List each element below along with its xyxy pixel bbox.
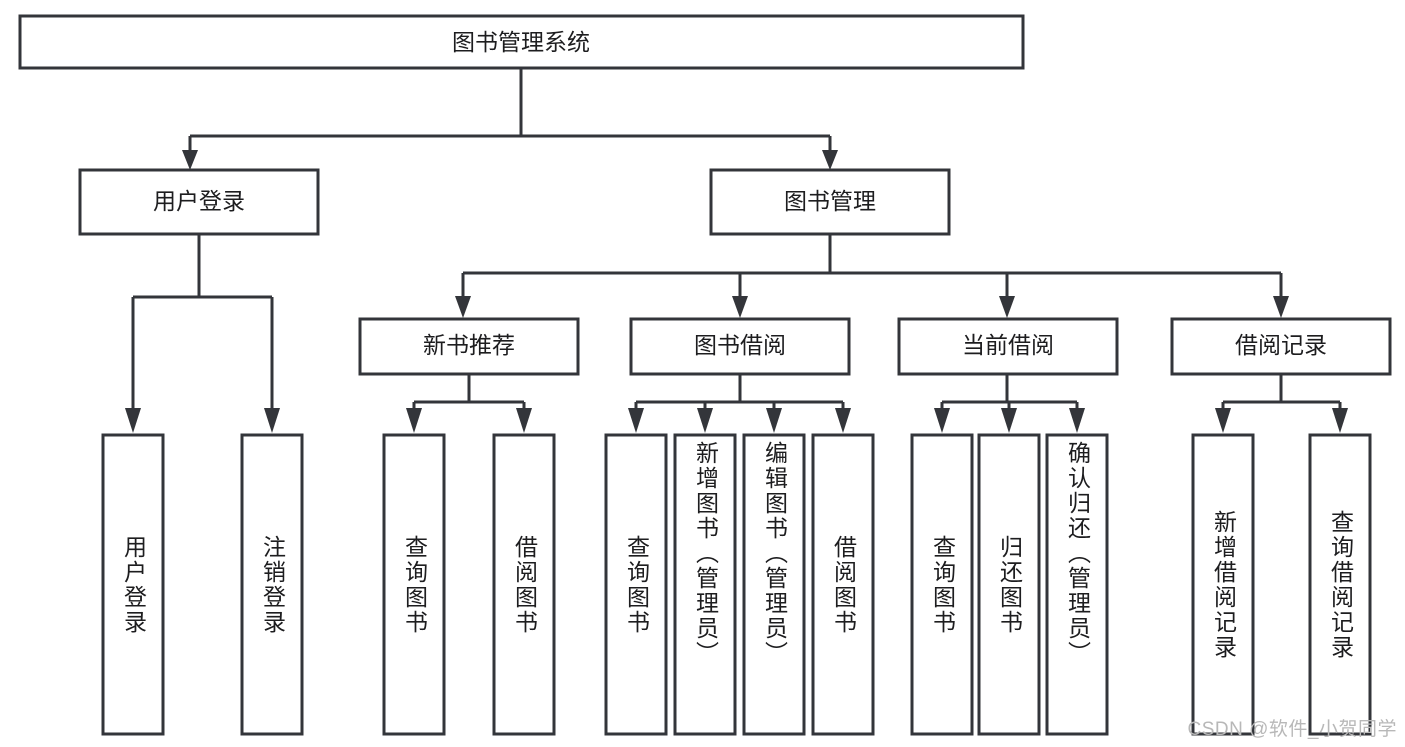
node-book-borrow-label: 图书借阅 — [694, 332, 786, 358]
arrowhead-book-borrow — [732, 296, 748, 318]
node-leaf-query-book-1-box[interactable] — [382, 433, 446, 736]
node-new-book-rec-label: 新书推荐 — [423, 332, 515, 358]
node-leaf-query-book-3-box[interactable] — [910, 433, 974, 736]
watermark-text: CSDN @软件_小贺同学 — [1187, 719, 1397, 740]
node-new-book-rec-box[interactable] — [358, 317, 580, 376]
node-root[interactable]: 图书管理系统 — [18, 14, 1025, 70]
arrowhead-leaf-return-book — [1001, 408, 1017, 433]
arrowhead-new-book-rec — [455, 296, 471, 318]
node-leaf-borrow-book-2-box[interactable] — [811, 433, 875, 736]
node-borrow-record-box[interactable] — [1170, 317, 1392, 376]
arrowhead-leaf-confirm-return — [1069, 408, 1085, 433]
arrowhead-leaf-add-record — [1215, 408, 1231, 433]
node-leaf-edit-book-box[interactable] — [742, 433, 806, 736]
arrowhead-leaf-user-login — [125, 408, 141, 433]
node-leaf-query-record-box[interactable] — [1308, 433, 1372, 736]
node-user-login-label: 用户登录 — [153, 188, 245, 214]
node-leaf-add-book-box[interactable] — [673, 433, 737, 736]
node-book-manage-label: 图书管理 — [784, 188, 876, 214]
node-leaf-borrow-book-1-box[interactable] — [492, 433, 556, 736]
node-current-borrow-label: 当前借阅 — [962, 332, 1054, 358]
node-current-borrow-box[interactable] — [897, 317, 1119, 376]
arrowhead-leaf-query-book-2 — [628, 408, 644, 433]
arrowhead-leaf-logout — [264, 408, 280, 433]
node-book-borrow[interactable]: 图书借阅 — [629, 317, 851, 376]
arrowhead-borrow-record — [1273, 296, 1289, 318]
arrowhead-leaf-add-book — [697, 408, 713, 433]
leaf-box-group — [101, 433, 1372, 736]
arrowhead-leaf-borrow-book-1 — [516, 408, 532, 433]
node-user-login-box[interactable] — [78, 168, 320, 236]
node-user-login[interactable]: 用户登录 — [78, 168, 320, 236]
arrowhead-leaf-query-book-3 — [934, 408, 950, 433]
node-leaf-add-record-box[interactable] — [1191, 433, 1255, 736]
node-current-borrow[interactable]: 当前借阅 — [897, 317, 1119, 376]
arrowhead-leaf-query-record — [1332, 408, 1348, 433]
arrowhead-leaf-edit-book — [766, 408, 782, 433]
node-leaf-logout-box[interactable] — [240, 433, 304, 736]
node-root-box[interactable] — [18, 14, 1025, 70]
node-book-borrow-box[interactable] — [629, 317, 851, 376]
node-leaf-return-book-box[interactable] — [977, 433, 1041, 736]
arrowhead-book-manage — [822, 150, 838, 170]
connector-group — [125, 68, 1348, 433]
node-book-manage[interactable]: 图书管理 — [709, 168, 951, 236]
node-borrow-record-label: 借阅记录 — [1235, 332, 1327, 358]
node-new-book-rec[interactable]: 新书推荐 — [358, 317, 580, 376]
node-root-label: 图书管理系统 — [452, 29, 590, 55]
node-leaf-query-book-2-box[interactable] — [604, 433, 668, 736]
arrowhead-leaf-borrow-book-2 — [835, 408, 851, 433]
node-book-manage-box[interactable] — [709, 168, 951, 236]
arrowhead-leaf-query-book-1 — [406, 408, 422, 433]
arrowhead-user-login — [182, 150, 198, 170]
arrowhead-current-borrow — [999, 296, 1015, 318]
node-borrow-record[interactable]: 借阅记录 — [1170, 317, 1392, 376]
node-leaf-user-login-box[interactable] — [101, 433, 165, 736]
node-leaf-confirm-return-box[interactable] — [1045, 433, 1109, 736]
